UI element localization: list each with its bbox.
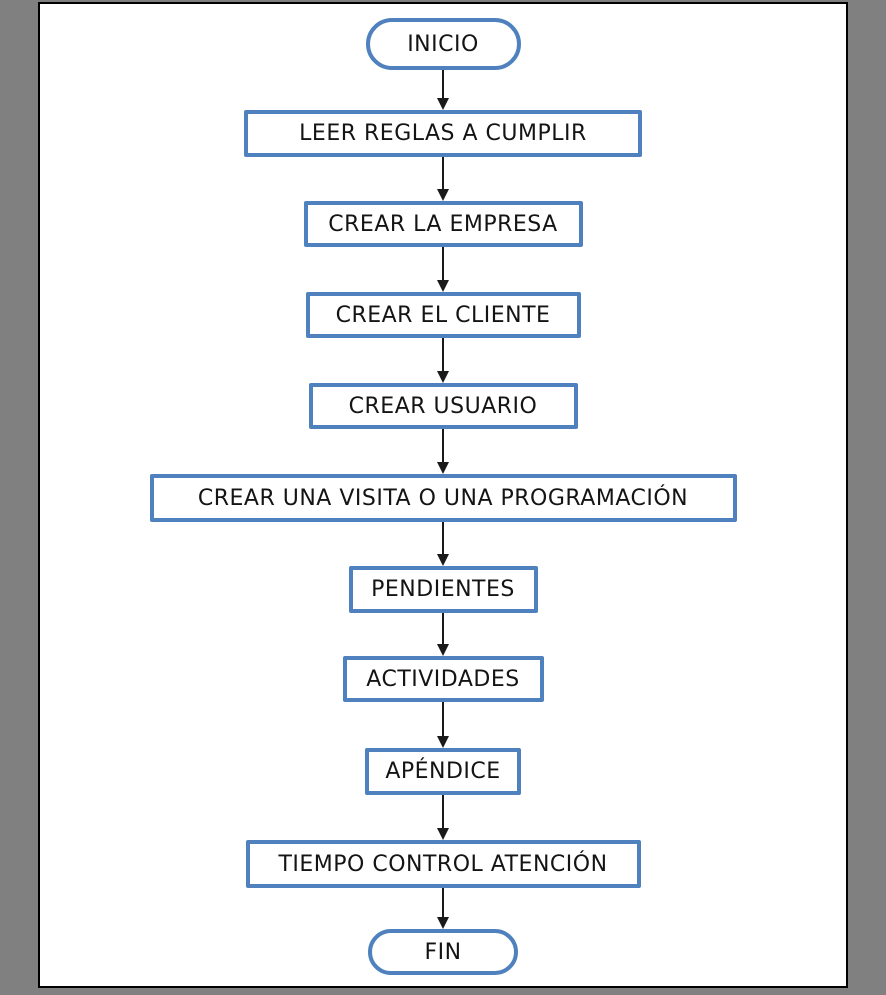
diagram-page: INICIO LEER REGLAS A CUMPLIR CREAR LA EM… <box>38 2 848 988</box>
flow-node-crear-cliente: CREAR EL CLIENTE <box>305 292 581 338</box>
flowchart: INICIO LEER REGLAS A CUMPLIR CREAR LA EM… <box>40 4 846 986</box>
flow-node-label: TIEMPO CONTROL ATENCIÓN <box>278 851 608 877</box>
arrow-line <box>442 157 444 189</box>
down-arrow-connector <box>436 157 450 201</box>
flow-node-pendientes: PENDIENTES <box>348 566 538 613</box>
arrow-head-down-icon <box>437 98 449 110</box>
flow-node-label: CREAR USUARIO <box>348 393 538 419</box>
arrow-line <box>442 70 444 98</box>
arrow-head-down-icon <box>437 554 449 566</box>
arrow-line <box>442 888 444 917</box>
arrow-line <box>442 613 444 644</box>
arrow-head-down-icon <box>437 917 449 929</box>
arrow-line <box>442 429 444 462</box>
flow-node-crear-usuario: CREAR USUARIO <box>308 383 578 429</box>
down-arrow-connector <box>436 338 450 383</box>
arrow-head-down-icon <box>437 189 449 201</box>
down-arrow-connector <box>436 247 450 292</box>
arrow-line <box>442 522 444 554</box>
flow-node-label: CREAR UNA VISITA O UNA PROGRAMACIÓN <box>197 485 689 511</box>
flow-node-label: INICIO <box>407 31 479 57</box>
flow-node-label: PENDIENTES <box>371 577 515 602</box>
flow-node-actividades: ACTIVIDADES <box>342 656 544 702</box>
down-arrow-connector <box>436 429 450 474</box>
flow-node-label: APÉNDICE <box>385 759 501 784</box>
flow-node-label: FIN <box>424 939 462 965</box>
flow-node-fin: FIN <box>368 929 518 975</box>
flow-node-tiempo-control-atencion: TIEMPO CONTROL ATENCIÓN <box>245 840 641 888</box>
flow-node-crear-visita-programacion: CREAR UNA VISITA O UNA PROGRAMACIÓN <box>149 474 737 522</box>
down-arrow-connector <box>436 795 450 840</box>
arrow-head-down-icon <box>437 644 449 656</box>
flow-node-leer-reglas: LEER REGLAS A CUMPLIR <box>244 110 642 157</box>
down-arrow-connector <box>436 70 450 110</box>
flow-node-apendice: APÉNDICE <box>365 748 521 795</box>
arrow-head-down-icon <box>437 828 449 840</box>
flow-node-inicio: INICIO <box>365 18 521 70</box>
arrow-head-down-icon <box>437 736 449 748</box>
down-arrow-connector <box>436 888 450 929</box>
arrow-line <box>442 702 444 736</box>
flow-node-crear-empresa: CREAR LA EMPRESA <box>303 201 583 247</box>
flow-node-label: LEER REGLAS A CUMPLIR <box>299 121 587 146</box>
arrow-line <box>442 247 444 280</box>
arrow-head-down-icon <box>437 280 449 292</box>
arrow-head-down-icon <box>437 462 449 474</box>
down-arrow-connector <box>436 613 450 656</box>
down-arrow-connector <box>436 702 450 748</box>
down-arrow-connector <box>436 522 450 566</box>
flow-node-label: CREAR LA EMPRESA <box>328 211 558 237</box>
arrow-line <box>442 338 444 371</box>
flow-node-label: CREAR EL CLIENTE <box>335 302 551 328</box>
arrow-line <box>442 795 444 828</box>
arrow-head-down-icon <box>437 371 449 383</box>
flow-node-label: ACTIVIDADES <box>366 666 520 692</box>
